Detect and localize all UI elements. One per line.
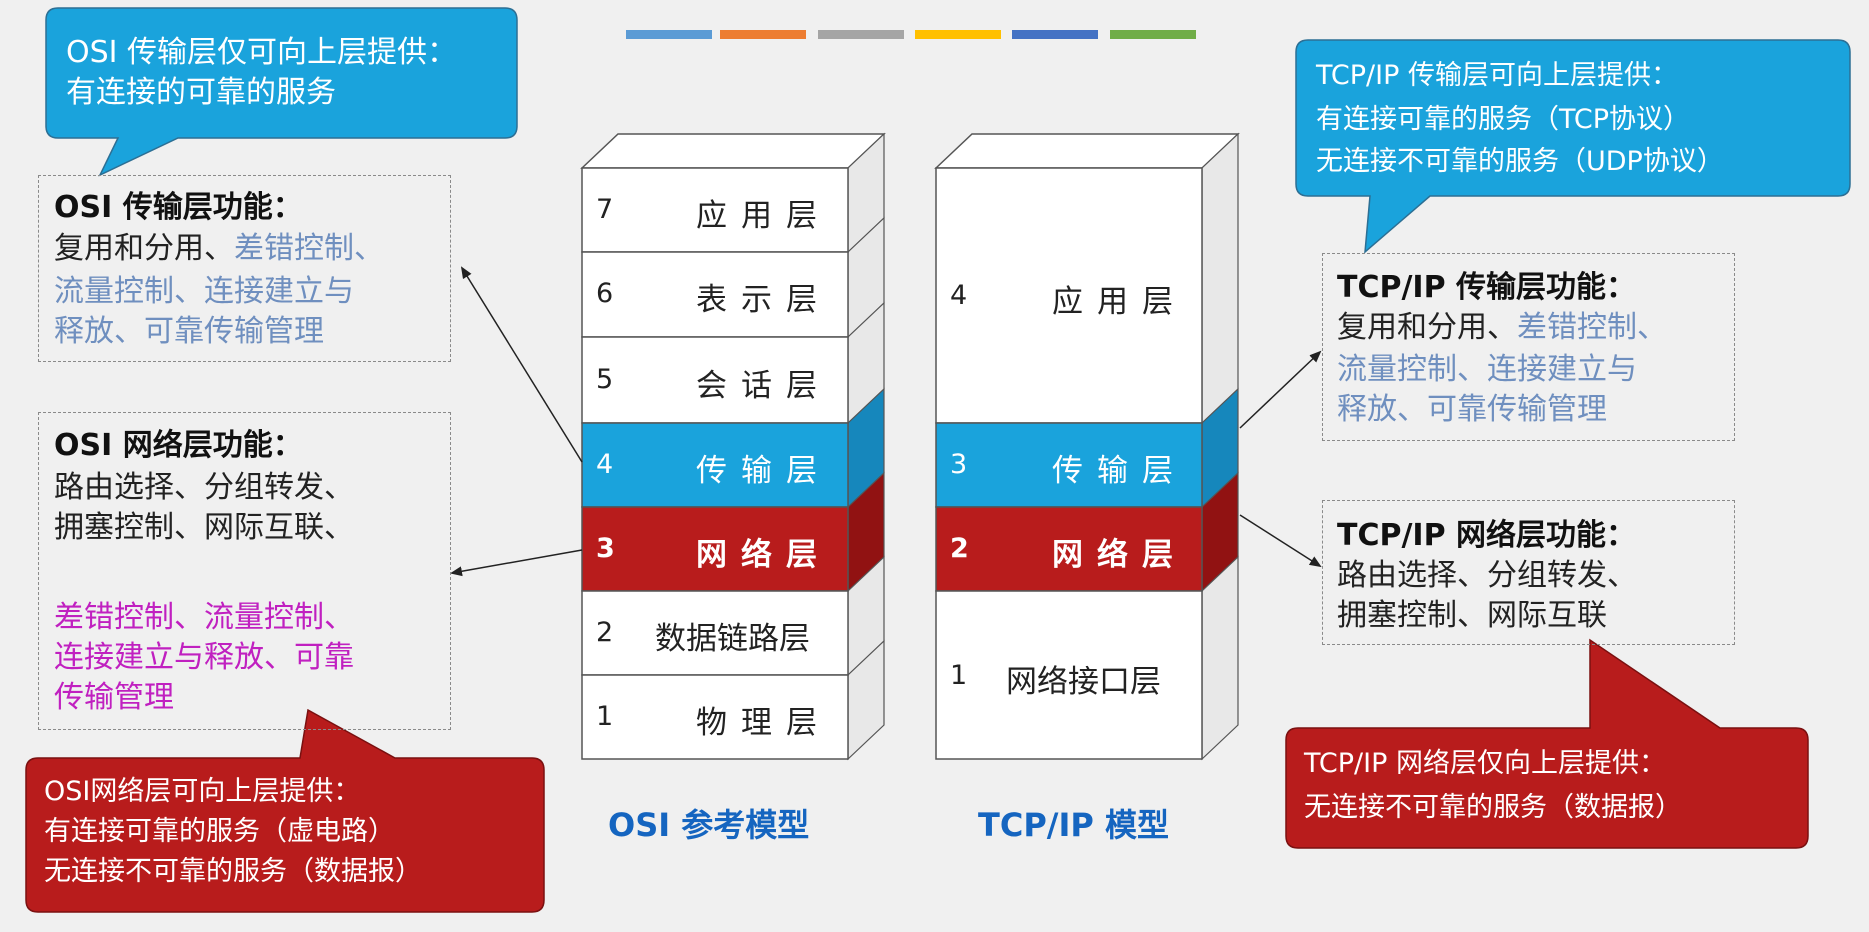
osi-layer-5-number: 5: [596, 364, 614, 395]
tcpip-layer-4-number: 4: [950, 280, 968, 311]
osi-network-callout-line-2: 有连接可靠的服务（虚电路）: [44, 816, 395, 847]
tcpip-layer-1-number: 1: [950, 660, 968, 691]
tcpip-layer-4-name: 应用层: [1052, 284, 1187, 320]
osi-transport-function-title: OSI 传输层功能：: [54, 190, 303, 225]
osi-transport-callout-line-2: 有连接的可靠的服务: [66, 75, 336, 110]
osi-transport-callout-line-1: OSI 传输层仅可向上层提供：: [66, 35, 458, 70]
osi-layer-7-name: 应用层: [696, 198, 831, 234]
tcpip-layer-3-number: 3: [950, 449, 968, 480]
osi-layer-1-box: [581, 674, 849, 760]
osi-layer-3-box: [581, 506, 849, 592]
tcpip-transport-callout-line-2: 有连接可靠的服务（TCP协议）: [1316, 104, 1691, 135]
osi-transport-function-box: [38, 175, 451, 362]
osi-model-label: OSI 参考模型: [608, 806, 810, 844]
color-strip-4: [915, 30, 1001, 39]
tcpip-network-function-title: TCP/IP 网络层功能：: [1337, 518, 1637, 553]
tcpip-transport-callout-line-1: TCP/IP 传输层可向上层提供：: [1316, 60, 1678, 91]
osi-network-function-line-1: 路由选择、分组转发、: [54, 470, 354, 505]
osi-layer-2-number: 2: [596, 617, 614, 648]
tcpip-layer-2-name: 网络层: [1052, 537, 1187, 573]
tcpip-network-function-box: [1322, 500, 1735, 645]
osi-transport-function-line-1: 复用和分用、差错控制、: [54, 231, 384, 266]
tcpip-layer-1-box: [935, 590, 1203, 760]
tcpip-transport-callout-shape: [1295, 39, 1851, 254]
osi-layer-3-name: 网络层: [696, 537, 831, 573]
osi-layer-5-box: [581, 336, 849, 424]
osi-network-callout-line-3: 无连接不可靠的服务（数据报）: [44, 856, 422, 887]
arrow-tcpip-network: [1239, 514, 1322, 568]
tcpip-network-callout-line-2: 无连接不可靠的服务（数据报）: [1304, 792, 1682, 823]
tcpip-transport-function-box: [1322, 253, 1735, 441]
osi-layer-2-box: [581, 590, 849, 676]
tcpip-model-label: TCP/IP 模型: [978, 806, 1169, 844]
tcpip-layer-2-number: 2: [950, 533, 969, 564]
tcpip-network-callout-shape: [1285, 638, 1809, 849]
color-strip-3: [818, 30, 904, 39]
osi-network-function-line-2: 拥塞控制、网际互联、: [54, 510, 354, 545]
osi-layer-4-box: [581, 422, 849, 508]
tcpip-layer-3-box: [935, 422, 1203, 508]
osi-transport-callout-shape: [45, 7, 518, 177]
osi-network-callout-line-1: OSI网络层可向上层提供：: [44, 776, 361, 807]
osi-layer-6-name: 表示层: [696, 282, 831, 318]
tcpip-layer-2-box: [935, 506, 1203, 592]
osi-layer-1-name: 物理层: [696, 705, 831, 741]
osi-layer-7-box: [581, 167, 849, 253]
tcpip-transport-function-line-1: 复用和分用、差错控制、: [1337, 310, 1667, 345]
osi-network-function-line-4: 连接建立与释放、可靠: [54, 640, 354, 675]
osi-layer-6-box: [581, 251, 849, 338]
tcpip-transport-function-line-2: 流量控制、连接建立与: [1337, 352, 1637, 387]
color-strip-5: [1012, 30, 1098, 39]
osi-layer-5-name: 会话层: [696, 368, 831, 404]
osi-network-function-line-3: 差错控制、流量控制、: [54, 600, 354, 635]
tcpip-transport-function-line-3: 释放、可靠传输管理: [1337, 392, 1607, 427]
osi-network-function-line-5: 传输管理: [54, 680, 174, 715]
arrow-tcpip-transport: [1239, 350, 1322, 429]
osi-layer-7-number: 7: [596, 194, 614, 225]
osi-network-function-box: [38, 412, 451, 730]
osi-transport-function-line-2: 流量控制、连接建立与: [54, 274, 354, 309]
tcpip-network-function-line-2: 拥塞控制、网际互联: [1337, 598, 1607, 633]
tcpip-transport-callout-line-3: 无连接不可靠的服务（UDP协议）: [1316, 146, 1724, 177]
color-strip-2: [720, 30, 806, 39]
color-strip-6: [1110, 30, 1196, 39]
osi-layer-2-name: 数据链路层: [655, 621, 810, 657]
arrow-osi-transport: [460, 266, 583, 463]
tcpip-layer-3-name: 传输层: [1052, 453, 1187, 489]
osi-layer-3-number: 3: [596, 533, 615, 564]
arrow-osi-network: [450, 549, 583, 577]
osi-network-callout-shape: [25, 708, 545, 913]
osi-layer-6-number: 6: [596, 278, 614, 309]
tcpip-network-callout-line-1: TCP/IP 网络层仅向上层提供：: [1304, 748, 1666, 779]
tcpip-network-function-line-1: 路由选择、分组转发、: [1337, 558, 1637, 593]
color-strip-1: [626, 30, 712, 39]
osi-layer-4-name: 传输层: [696, 453, 831, 489]
tcpip-transport-function-title: TCP/IP 传输层功能：: [1337, 270, 1637, 305]
tcpip-stack-top: [934, 133, 1240, 169]
tcpip-layer-4-box: [935, 167, 1203, 424]
osi-transport-function-line-3: 释放、可靠传输管理: [54, 314, 324, 349]
tcpip-layer-1-name: 网络接口层: [1006, 664, 1161, 700]
osi-stack-top: [580, 133, 886, 169]
osi-network-function-title: OSI 网络层功能：: [54, 428, 303, 463]
osi-layer-1-number: 1: [596, 701, 614, 732]
osi-layer-4-number: 4: [596, 449, 614, 480]
